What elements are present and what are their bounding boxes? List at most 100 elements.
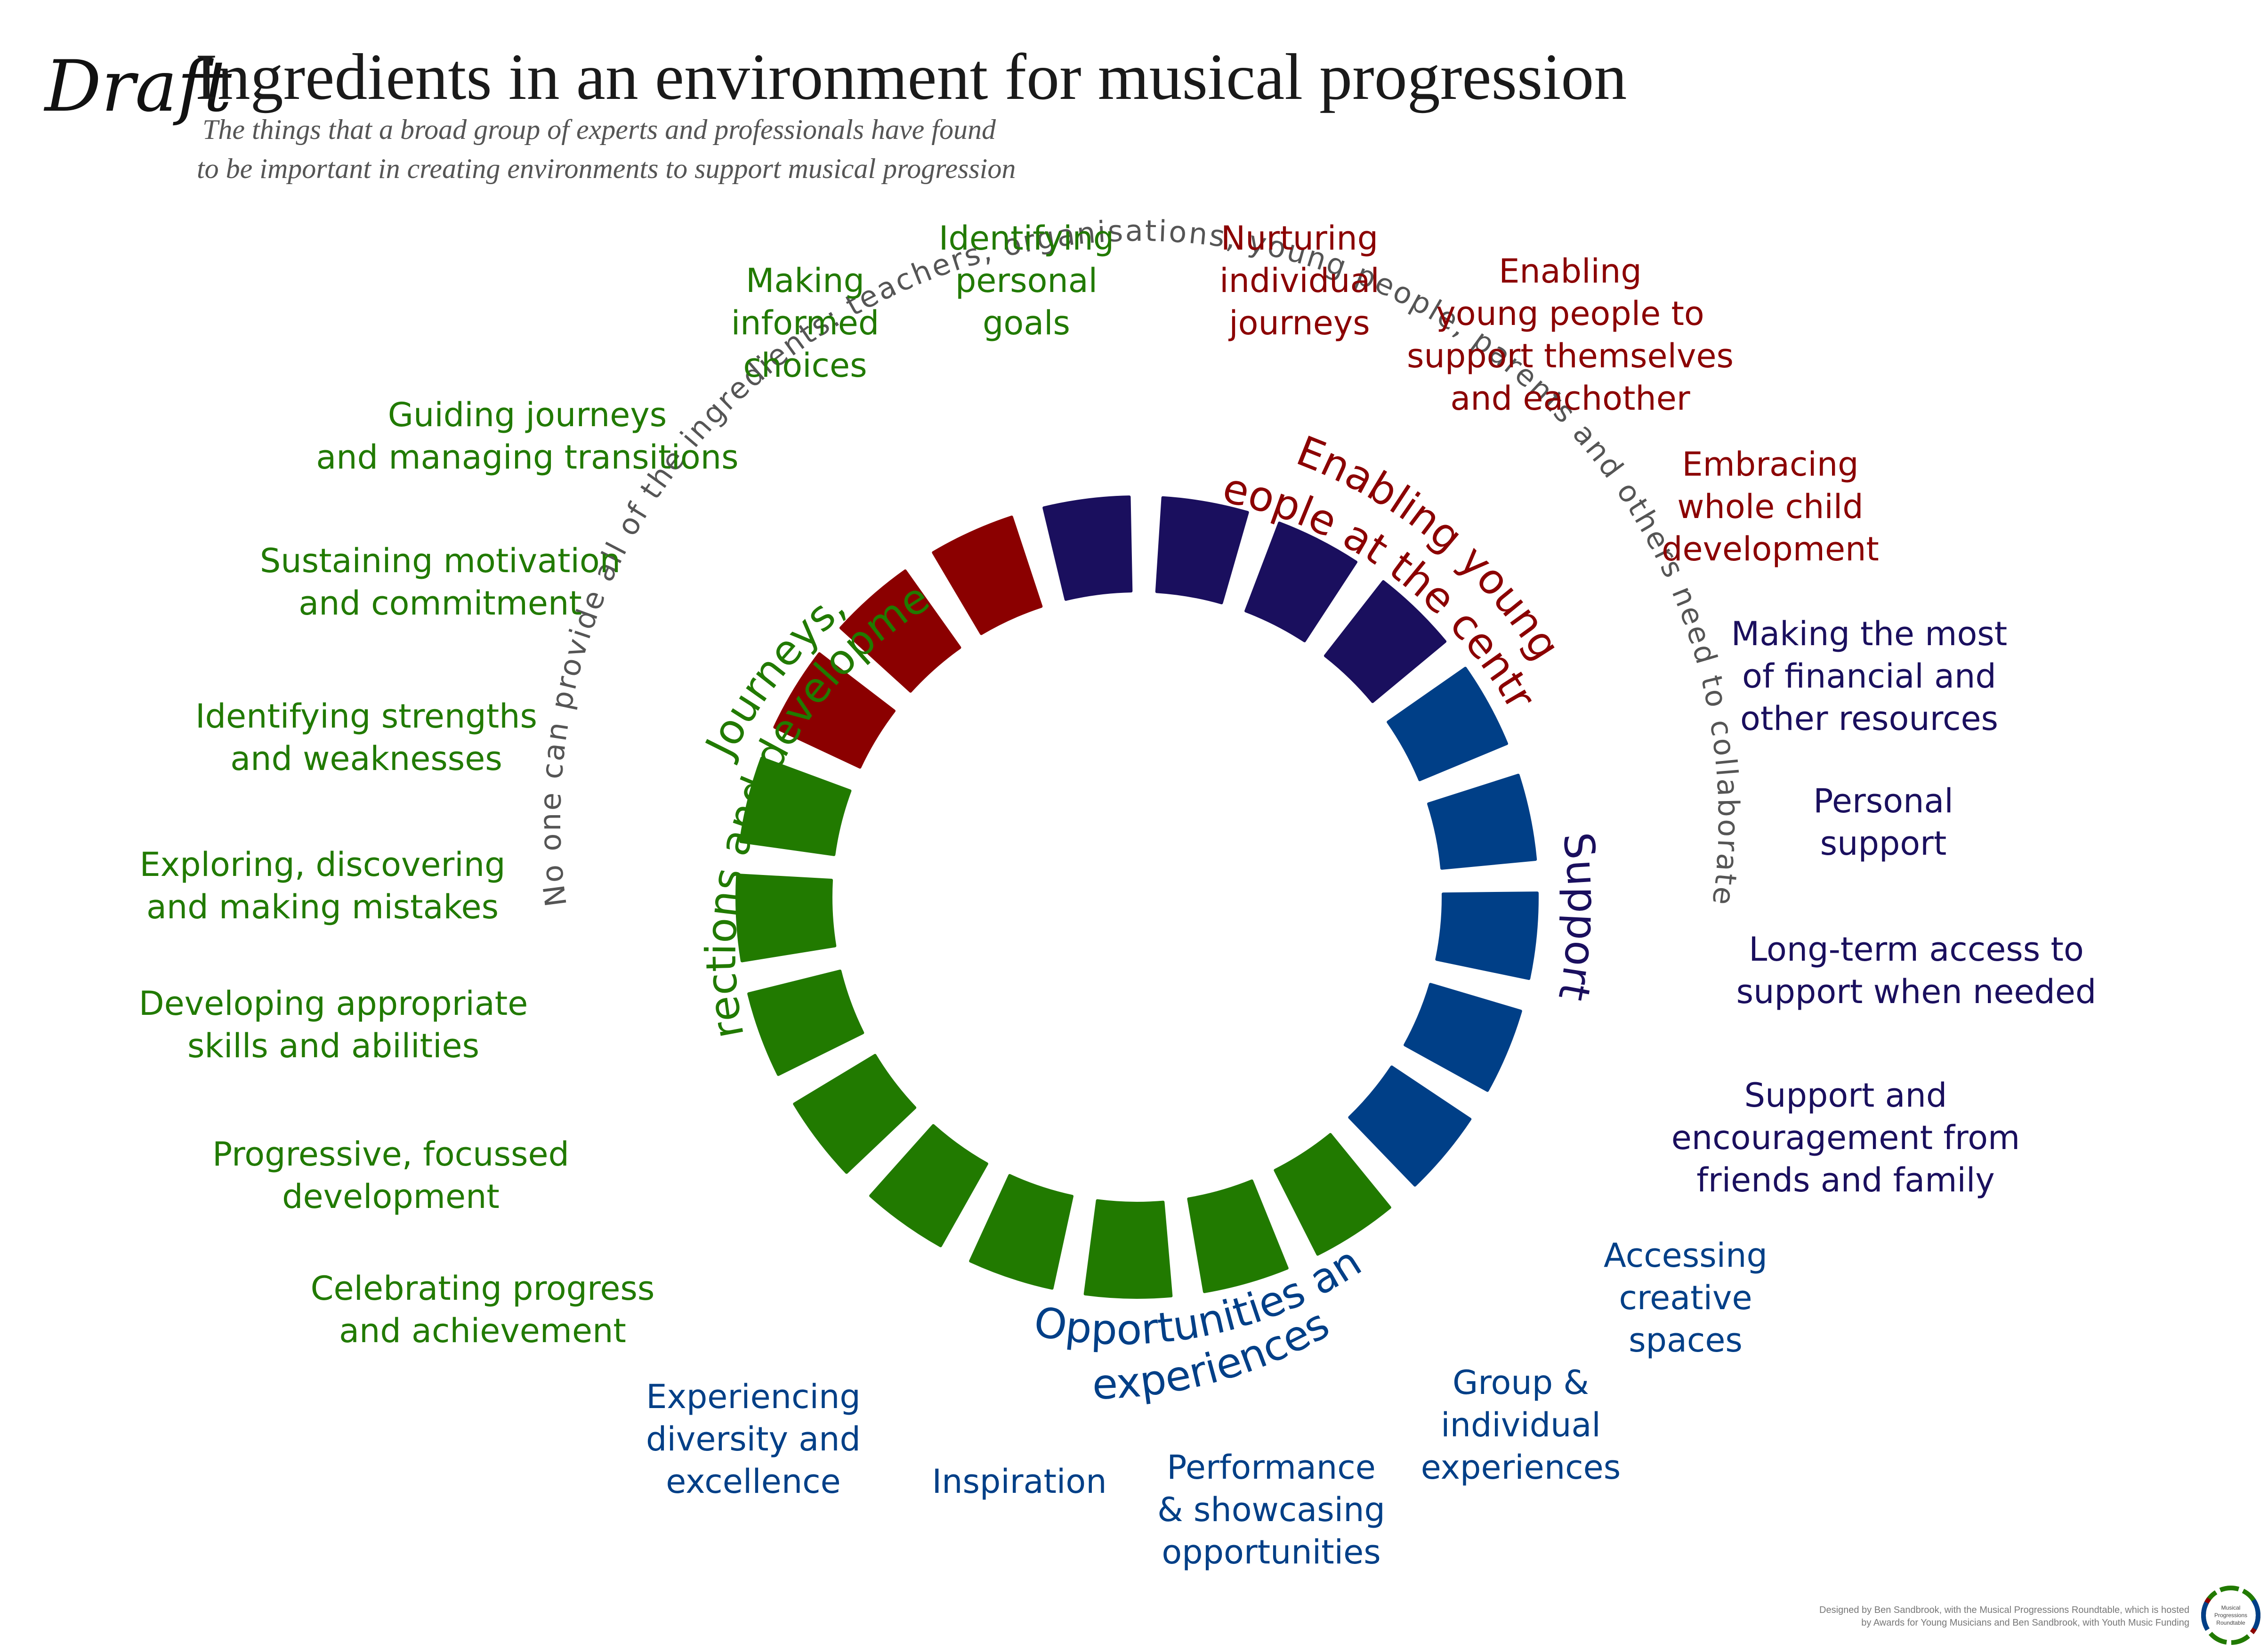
credit-line-2: by Awards for Young Musicians and Ben Sa…: [1861, 1618, 2189, 1628]
ingredient-label-line: friends and family: [1696, 1161, 1994, 1199]
ingredient-label-line: Nurturing: [1221, 219, 1378, 258]
roundtable-logo: Musical Progressions Roundtable: [2201, 1586, 2260, 1645]
ring-segment-journeys: [1274, 1133, 1391, 1256]
ingredient-label-line: journeys: [1228, 304, 1370, 342]
subtitle-line-2: to be important in creating environments…: [197, 153, 1016, 184]
ingredient-label-line: and making mistakes: [146, 888, 499, 926]
ring-segment-support: [1042, 495, 1133, 601]
ring-segment-centre: [932, 515, 1043, 635]
ingredient-ring: [735, 495, 1539, 1299]
ingredient-label-line: personal: [955, 261, 1098, 300]
ingredient-label-line: individual: [1441, 1406, 1601, 1444]
category-opportunities-line-1: Opportunities and: [0, 0, 1370, 1354]
ingredient-label-line: excellence: [666, 1462, 840, 1501]
ingredient-label-line: Long-term access to: [1749, 930, 2084, 969]
ingredient-label-line: and eachother: [1450, 379, 1690, 418]
ingredient-label-line: Developing appropriate: [139, 984, 528, 1023]
ingredient-label-line: other resources: [1740, 699, 1998, 738]
ingredient-label-line: and achievement: [339, 1312, 626, 1350]
credit-line-1: Designed by Ben Sandbrook, with the Musi…: [1819, 1605, 2189, 1615]
ingredient-label: Performance& showcasing opportunities: [1157, 1448, 1385, 1571]
ingredient-label-line: diversity and: [646, 1420, 861, 1458]
ingredient-label-line: Celebrating progress: [311, 1269, 655, 1308]
ingredient-label: Celebrating progress and achievement: [311, 1269, 655, 1350]
ingredient-label-line: Group &: [1453, 1363, 1589, 1402]
ingredient-label-line: whole child: [1677, 487, 1863, 526]
ingredient-label-line: Personal: [1813, 782, 1953, 820]
ingredient-label-line: spaces: [1629, 1321, 1743, 1360]
ingredient-label: Group & individual experiences: [1421, 1363, 1621, 1487]
ring-segment-support: [1324, 580, 1447, 703]
ring-segment-journeys: [1187, 1179, 1289, 1293]
ingredient-label-line: Identifying strengths: [195, 697, 537, 736]
ring-segment-opportunities: [1348, 1065, 1472, 1187]
ring-segment-journeys: [869, 1124, 988, 1247]
ring-segment-journeys: [1083, 1199, 1173, 1299]
ingredient-label-line: young people to: [1436, 294, 1704, 333]
ring-segment-support: [1244, 521, 1358, 642]
ingredient-label-line: Accessing: [1604, 1236, 1768, 1275]
ingredient-label-line: Support and: [1744, 1076, 1947, 1115]
ingredient-label-line: skills and abilities: [187, 1027, 479, 1065]
ring-segment-centre: [839, 569, 961, 693]
ingredient-label-line: Experiencing: [646, 1377, 861, 1416]
logo-text-3: Roundtable: [2216, 1620, 2245, 1626]
draft-mark: Draft: [43, 46, 232, 128]
ingredient-label-line: goals: [983, 304, 1070, 342]
ingredient-label-line: individual: [1219, 261, 1380, 300]
ingredient-label: Accessing creative spaces: [1604, 1236, 1768, 1360]
ingredient-label-line: Identifying: [939, 219, 1114, 258]
ingredient-label-line: opportunities: [1162, 1533, 1380, 1571]
ring-segment-journeys: [793, 1053, 917, 1174]
ingredient-label-line: Making the most: [1731, 615, 2007, 653]
category-support: Support: [1549, 830, 1607, 1004]
ingredient-label-line: experiences: [1421, 1448, 1621, 1487]
ingredient-label: Exploring, discovering and making mistake…: [139, 845, 505, 926]
ring-segment-opportunities: [1435, 891, 1539, 980]
ingredient-label-line: choices: [743, 346, 867, 385]
ingredient-label-line: & showcasing: [1157, 1490, 1385, 1529]
ingredient-label-line: Exploring, discovering: [139, 845, 505, 884]
ingredient-label: Inspiration: [932, 1462, 1106, 1501]
ring-segment-journeys: [747, 969, 864, 1076]
ingredient-label: Developing appropriate skills and abiliti…: [139, 984, 528, 1065]
ingredient-label-line: Sustaining motivation: [260, 542, 621, 580]
ring-segment-journeys: [969, 1174, 1074, 1290]
ingredient-label-line: and commitment: [299, 584, 582, 623]
ring-segment-centre: [773, 652, 896, 769]
ring-segment-journeys: [739, 756, 852, 856]
ingredient-label-line: support: [1820, 824, 1947, 863]
ingredient-label-line: development: [1662, 530, 1879, 568]
ring-segment-opportunities: [1387, 666, 1509, 781]
logo-text-1: Musical: [2221, 1604, 2241, 1611]
subtitle-line-1: The things that a broad group of experts…: [202, 114, 996, 145]
ingredient-label-line: Performance: [1167, 1448, 1376, 1487]
logo-text-2: Progressions: [2214, 1612, 2247, 1619]
ingredient-label-line: Enabling: [1499, 252, 1642, 291]
ingredient-label: Personal support: [1813, 782, 1953, 863]
ingredient-label-line: development: [282, 1177, 500, 1216]
ingredient-label-line: creative: [1619, 1279, 1752, 1317]
ring-segment-opportunities: [1427, 773, 1537, 870]
ingredient-label-line: of financial and: [1742, 657, 1996, 696]
ingredient-label-line: Inspiration: [932, 1462, 1106, 1501]
ingredient-label-line: support when needed: [1736, 972, 2097, 1011]
page-title: Ingredients in an environment for musica…: [195, 40, 1627, 113]
ring-segment-support: [1155, 496, 1249, 605]
ingredient-label-line: Embracing: [1682, 445, 1858, 484]
ingredient-label-line: encouragement from: [1671, 1118, 2020, 1157]
ingredient-label-line: Guiding journeys: [388, 396, 667, 434]
ingredient-label-line: informed: [731, 304, 880, 342]
